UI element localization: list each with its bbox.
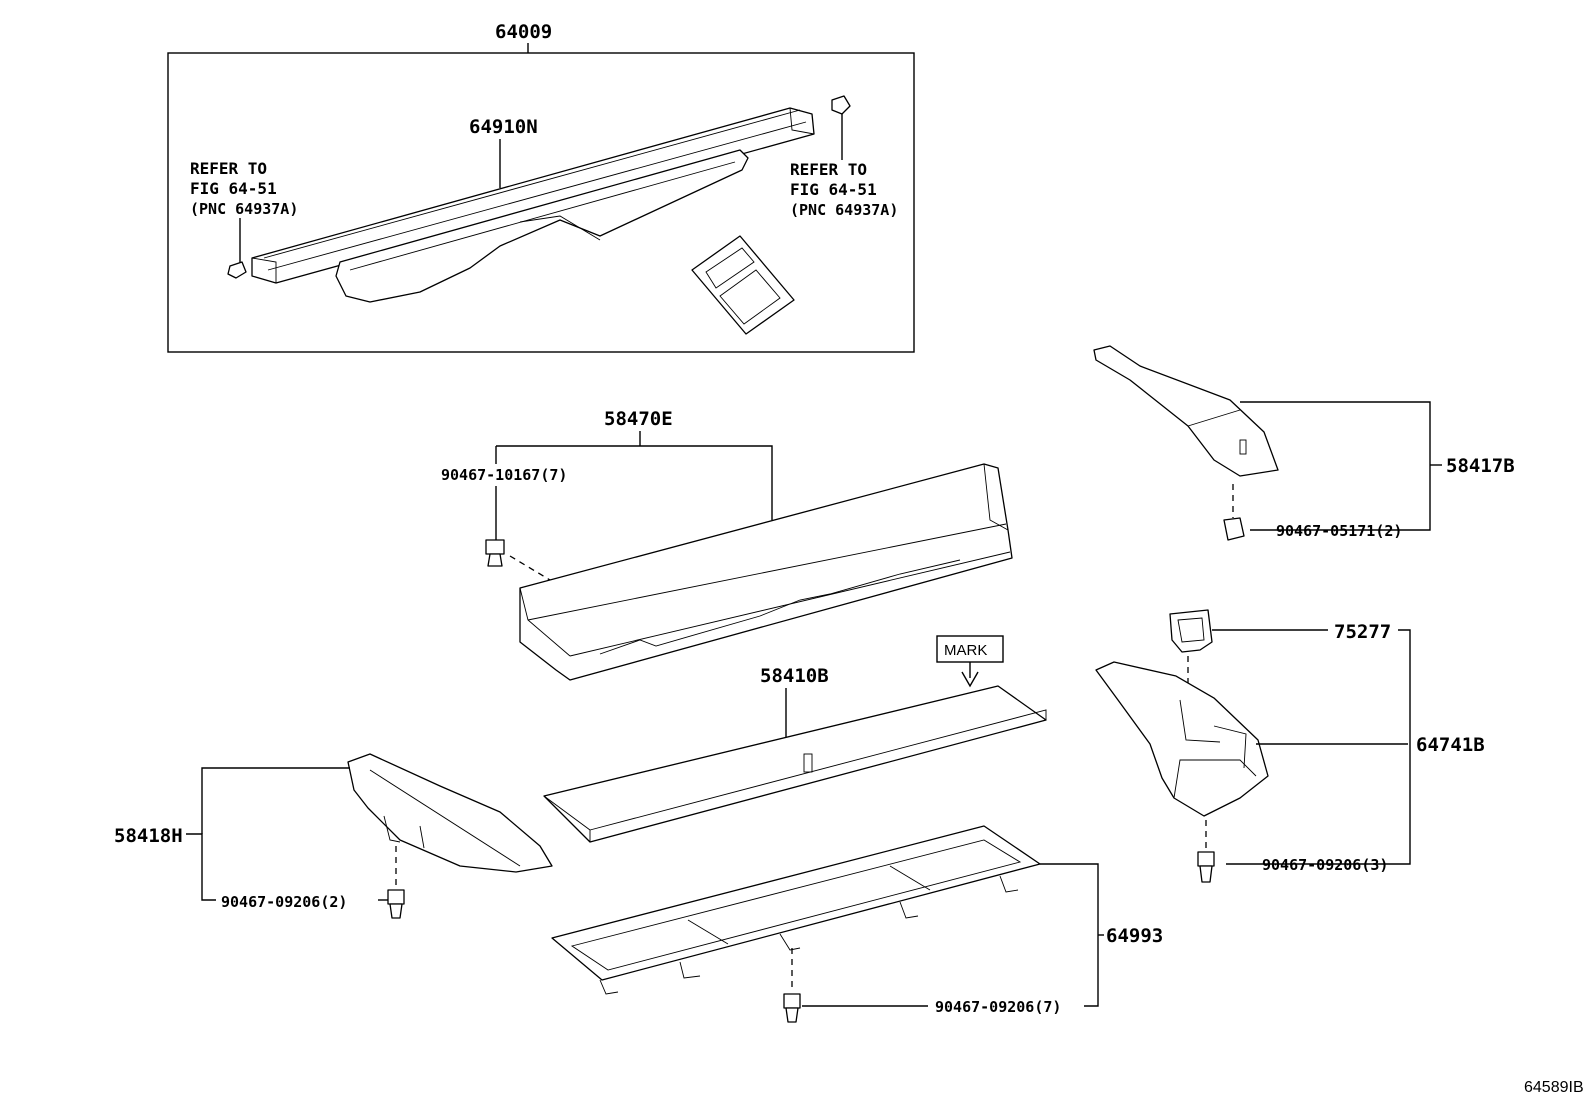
refer-left-line1: REFER TO — [190, 159, 267, 178]
floor-board-58410B[interactable] — [543, 685, 1047, 843]
bracket-right — [831, 95, 851, 115]
group-64741B: 75277 64741B 90467-09206(3) — [1095, 609, 1485, 883]
group-58470E: 58470E 90467-10167(7) — [441, 408, 1013, 681]
label-58417B[interactable]: 58417B — [1446, 455, 1515, 477]
trim-58418H[interactable] — [347, 753, 553, 873]
tonneau-cover-64910N[interactable] — [251, 107, 815, 303]
group-58417B: 58417B 90467-05171(2) — [1093, 345, 1515, 541]
refer-right-line1: REFER TO — [790, 160, 867, 179]
cup-75277[interactable] — [1169, 609, 1213, 653]
label-58418H[interactable]: 58418H — [114, 825, 183, 847]
label-clip-58470E[interactable]: 90467-10167(7) — [441, 466, 567, 484]
label-64009[interactable]: 64009 — [495, 21, 552, 43]
label-64741B[interactable]: 64741B — [1416, 734, 1485, 756]
label-75277[interactable]: 75277 — [1334, 621, 1391, 643]
label-58470E[interactable]: 58470E — [604, 408, 673, 430]
label-clip-58418H[interactable]: 90467-09206(2) — [221, 893, 347, 911]
label-clip-58417B[interactable]: 90467-05171(2) — [1276, 522, 1402, 540]
label-clip-64741B[interactable]: 90467-09206(3) — [1262, 856, 1388, 874]
clip-90467-10167[interactable] — [485, 539, 505, 567]
clip-90467-09206-2[interactable] — [387, 889, 405, 919]
refer-right-line2: FIG 64-51 — [790, 180, 877, 199]
refer-right-line3: (PNC 64937A) — [790, 201, 898, 219]
group-64993: 64993 90467-09206(7) — [551, 825, 1163, 1023]
refer-left-line3: (PNC 64937A) — [190, 200, 298, 218]
label-clip-64993[interactable]: 90467-09206(7) — [935, 998, 1061, 1016]
trim-58417B[interactable] — [1093, 345, 1279, 477]
assembly-64009: 64009 64910N REFER TO FIG 64-51 (PNC 649… — [167, 21, 915, 353]
assembly-box — [167, 52, 915, 353]
tray-64993[interactable] — [551, 825, 1041, 995]
label-64993[interactable]: 64993 — [1106, 925, 1163, 947]
group-58410B: MARK 58410B — [543, 635, 1047, 843]
label-64910N[interactable]: 64910N — [469, 116, 538, 138]
bracket-left — [227, 261, 247, 279]
clip-90467-05171[interactable] — [1223, 517, 1245, 541]
deck-trim-58470E[interactable] — [519, 463, 1013, 681]
group-58418H: 58418H 90467-09206(2) — [114, 753, 553, 919]
instruction-sheet — [691, 235, 795, 335]
clip-90467-09206-3[interactable] — [1197, 851, 1215, 883]
console-64741B[interactable] — [1095, 661, 1269, 817]
refer-left-line2: FIG 64-51 — [190, 179, 277, 198]
label-58410B[interactable]: 58410B — [760, 665, 829, 687]
clip-90467-09206-7[interactable] — [783, 993, 801, 1023]
figure-id: 64589IB — [1524, 1079, 1584, 1096]
label-mark[interactable]: MARK — [944, 642, 987, 659]
